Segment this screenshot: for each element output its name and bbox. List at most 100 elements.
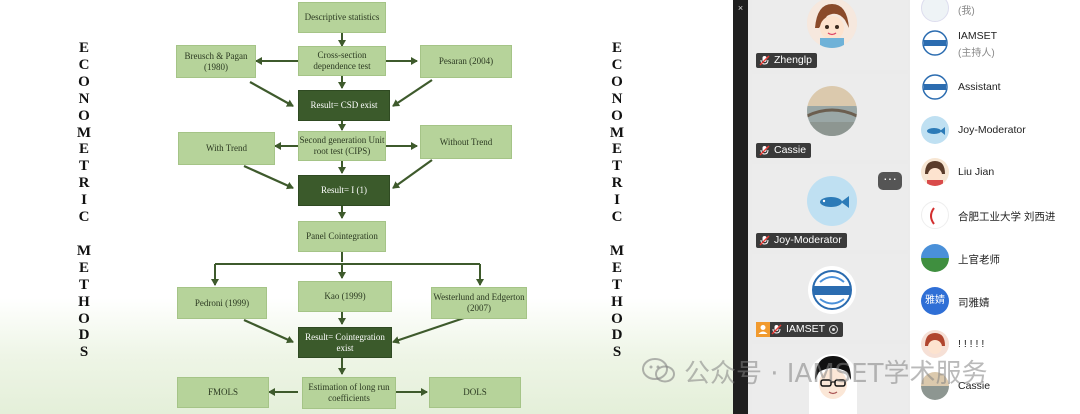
participant-role: (我) bbox=[958, 6, 975, 17]
participant-name: Liu Jian bbox=[958, 166, 995, 178]
participant-item[interactable]: ! ! ! ! ! bbox=[910, 324, 1080, 364]
vertical-letter: I bbox=[614, 192, 620, 209]
bridge-photo-avatar bbox=[921, 372, 949, 400]
box-pedroni: Pedroni (1999) bbox=[177, 287, 267, 319]
vertical-letter: E bbox=[78, 40, 89, 56]
vertical-letter: R bbox=[78, 175, 90, 192]
iamset-logo-avatar bbox=[921, 73, 949, 101]
box-unit-root-test: Second generation Unit root test (CIPS) bbox=[298, 131, 386, 161]
panel-divider: × bbox=[733, 0, 748, 414]
box-panel-cointegration: Panel Cointegration bbox=[298, 221, 386, 252]
vertical-letter: C bbox=[78, 209, 90, 226]
mic-muted-icon bbox=[771, 324, 782, 335]
box-pesaran: Pesaran (2004) bbox=[420, 45, 512, 78]
box-breusch-pagan: Breusch & Pagan (1980) bbox=[176, 45, 256, 78]
video-name-tag: Joy-Moderator bbox=[756, 233, 847, 248]
box-fmols: FMOLS bbox=[177, 377, 269, 408]
video-tile[interactable]: Cassie bbox=[752, 74, 908, 160]
user-avatar bbox=[921, 0, 949, 22]
participant-item[interactable]: Assistant bbox=[910, 67, 1080, 107]
vertical-letter: C bbox=[611, 56, 623, 73]
iamset-logo-avatar bbox=[808, 266, 856, 314]
participant-item[interactable]: 上官老师 bbox=[910, 238, 1080, 278]
vertical-letter: T bbox=[611, 158, 622, 175]
vertical-letter: H bbox=[78, 293, 90, 310]
vertical-letter: M bbox=[76, 242, 92, 259]
vertical-letter: O bbox=[78, 107, 90, 124]
vertical-letter: T bbox=[78, 276, 89, 293]
video-tile[interactable] bbox=[752, 344, 908, 414]
close-icon[interactable]: × bbox=[737, 3, 744, 13]
wechat-icon bbox=[642, 357, 676, 385]
iamset-logo-avatar bbox=[921, 29, 949, 57]
participant-name: 司雅婧 bbox=[958, 297, 990, 309]
participant-name: Cassie bbox=[958, 380, 991, 392]
vertical-letter: D bbox=[78, 327, 90, 344]
vertical-letter: C bbox=[611, 209, 623, 226]
box-with-trend: With Trend bbox=[178, 132, 275, 165]
vertical-letter: E bbox=[78, 259, 89, 276]
vertical-letter: T bbox=[611, 276, 622, 293]
mic-muted-icon bbox=[759, 145, 770, 156]
box-westerlund: Westerlund and Edgerton (2007) bbox=[431, 287, 527, 319]
vertical-letter: I bbox=[81, 192, 87, 209]
video-tile[interactable]: IAMSET bbox=[752, 254, 908, 340]
video-tile[interactable]: Zhenglp bbox=[752, 0, 908, 70]
watermark: 公众号 · IAMSET学术服务 bbox=[642, 356, 988, 389]
video-participant-name: Zhenglp bbox=[774, 54, 812, 66]
more-options-button[interactable]: ··· bbox=[878, 171, 902, 190]
box-descriptive-statistics: Descriptive statistics bbox=[298, 2, 386, 33]
box-result-i1: Result= I (1) bbox=[298, 175, 390, 206]
vertical-letter: S bbox=[612, 344, 622, 361]
vertical-letter: R bbox=[611, 175, 623, 192]
cartoon-boy-avatar bbox=[809, 354, 857, 414]
participant-name: IAMSET bbox=[958, 30, 998, 42]
vertical-letter: N bbox=[611, 90, 623, 107]
screen-share-icon bbox=[829, 325, 839, 334]
vertical-letter: E bbox=[611, 141, 622, 158]
cartoon-girl-avatar bbox=[807, 0, 857, 48]
participant-name: Assistant bbox=[958, 81, 1001, 93]
mic-muted-icon bbox=[759, 55, 770, 66]
vertical-letter: T bbox=[78, 158, 89, 175]
vertical-letter: O bbox=[611, 107, 623, 124]
box-estimation: Estimation of long run coefficients bbox=[302, 377, 396, 409]
box-csd-exist: Result= CSD exist bbox=[298, 90, 390, 121]
participant-name: 合肥工业大学 刘西进 bbox=[958, 211, 1056, 223]
bridge-photo-avatar bbox=[807, 86, 857, 136]
text-avatar: 雅婧 bbox=[921, 287, 949, 315]
participant-item[interactable]: Liu Jian bbox=[910, 152, 1080, 192]
vertical-letter: E bbox=[611, 259, 622, 276]
participant-item[interactable]: 雅婧 司雅婧 bbox=[910, 281, 1080, 321]
landscape-avatar bbox=[921, 244, 949, 272]
participant-item[interactable]: (我) bbox=[910, 0, 1080, 30]
vertical-letter: O bbox=[78, 310, 90, 327]
box-csd-test: Cross-section dependence test bbox=[298, 46, 386, 76]
vertical-letter: H bbox=[611, 293, 623, 310]
video-gallery: Zhenglp Cassie ··· Joy-Moderator IAMSET bbox=[748, 0, 910, 414]
fish-avatar bbox=[807, 176, 857, 226]
box-kao: Kao (1999) bbox=[298, 281, 392, 312]
box-without-trend: Without Trend bbox=[420, 125, 512, 159]
participant-item[interactable]: Joy-Moderator bbox=[910, 110, 1080, 150]
vertical-letter: S bbox=[79, 344, 89, 361]
video-name-tag: IAMSET bbox=[756, 322, 844, 337]
vertical-letter: N bbox=[78, 90, 90, 107]
university-logo-avatar bbox=[921, 201, 949, 229]
participant-item[interactable]: Cassie bbox=[910, 366, 1080, 406]
video-participant-name: Joy-Moderator bbox=[774, 234, 842, 246]
mic-muted-icon bbox=[759, 235, 770, 246]
participant-role: (主持人) bbox=[958, 48, 995, 59]
vertical-letter: O bbox=[611, 73, 623, 90]
participant-item[interactable]: 合肥工业大学 刘西进 bbox=[910, 195, 1080, 235]
participant-item[interactable]: IAMSET (主持人) bbox=[910, 25, 1080, 65]
video-participant-name: Cassie bbox=[774, 144, 807, 156]
cartoon-avatar bbox=[921, 330, 949, 358]
vertical-letter: E bbox=[78, 141, 89, 158]
vertical-letter: E bbox=[611, 40, 622, 56]
video-participant-name: IAMSET bbox=[786, 323, 826, 335]
video-tile[interactable]: ··· Joy-Moderator bbox=[752, 164, 908, 250]
vertical-letter: O bbox=[611, 310, 623, 327]
vertical-letter: M bbox=[609, 124, 625, 141]
